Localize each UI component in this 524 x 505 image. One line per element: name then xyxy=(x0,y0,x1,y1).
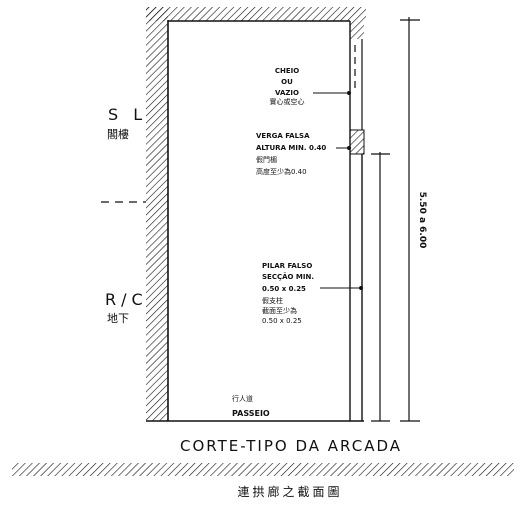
note-pilar-line1: PILAR FALSO xyxy=(262,262,312,270)
note-cheio-line3: VAZIO xyxy=(275,89,299,97)
dimension-total-label: 5.50 a 6.00 xyxy=(417,192,427,249)
note-verga-line2: ALTURA MIN. 0.40 xyxy=(256,144,326,152)
drawing-title-zh: 連拱廊之截面圖 xyxy=(237,484,342,499)
leader-verga xyxy=(336,146,351,150)
note-cheio-line1: CHEIO xyxy=(275,67,299,75)
note-verga-zh-line2: 高度至少為0.40 xyxy=(256,167,307,176)
roof-slab xyxy=(146,7,366,22)
note-verga-line1: VERGA FALSA xyxy=(256,132,310,140)
drawing-title: CORTE-TIPO DA ARCADA xyxy=(180,437,402,455)
note-verga-zh-line1: 假門楣 xyxy=(256,155,277,164)
leader-cheio xyxy=(313,91,351,95)
upper-floor-label-zh: 閣樓 xyxy=(107,127,129,141)
ground-floor-label-zh: 地下 xyxy=(107,312,129,325)
upper-fill-zone xyxy=(349,21,364,421)
note-pilar-zh-line2: 截面至少為 xyxy=(262,306,297,315)
note-pilar-zh-line3: 0.50 x 0.25 xyxy=(262,317,302,325)
note-pilar-line2: SECÇÃO MIN. xyxy=(262,272,314,281)
passeio-label-zh: 行人道 xyxy=(232,394,253,403)
dimension-total-height xyxy=(400,17,420,422)
ground-floor-label: R/C xyxy=(105,290,148,309)
dimension-pillar-height xyxy=(371,152,390,422)
back-wall xyxy=(146,7,169,421)
false-lintel xyxy=(349,129,365,155)
street-ground xyxy=(12,463,514,476)
upper-floor-label: S L xyxy=(108,105,147,124)
note-cheio-line2: OU xyxy=(281,78,293,86)
note-pilar-line3: 0.50 x 0.25 xyxy=(262,285,306,293)
note-pilar-zh-line1: 假支柱 xyxy=(262,296,283,305)
passeio-label: PASSEIO xyxy=(232,409,270,418)
leader-pilar xyxy=(320,286,363,290)
note-cheio-zh: 實心或空心 xyxy=(270,97,305,106)
